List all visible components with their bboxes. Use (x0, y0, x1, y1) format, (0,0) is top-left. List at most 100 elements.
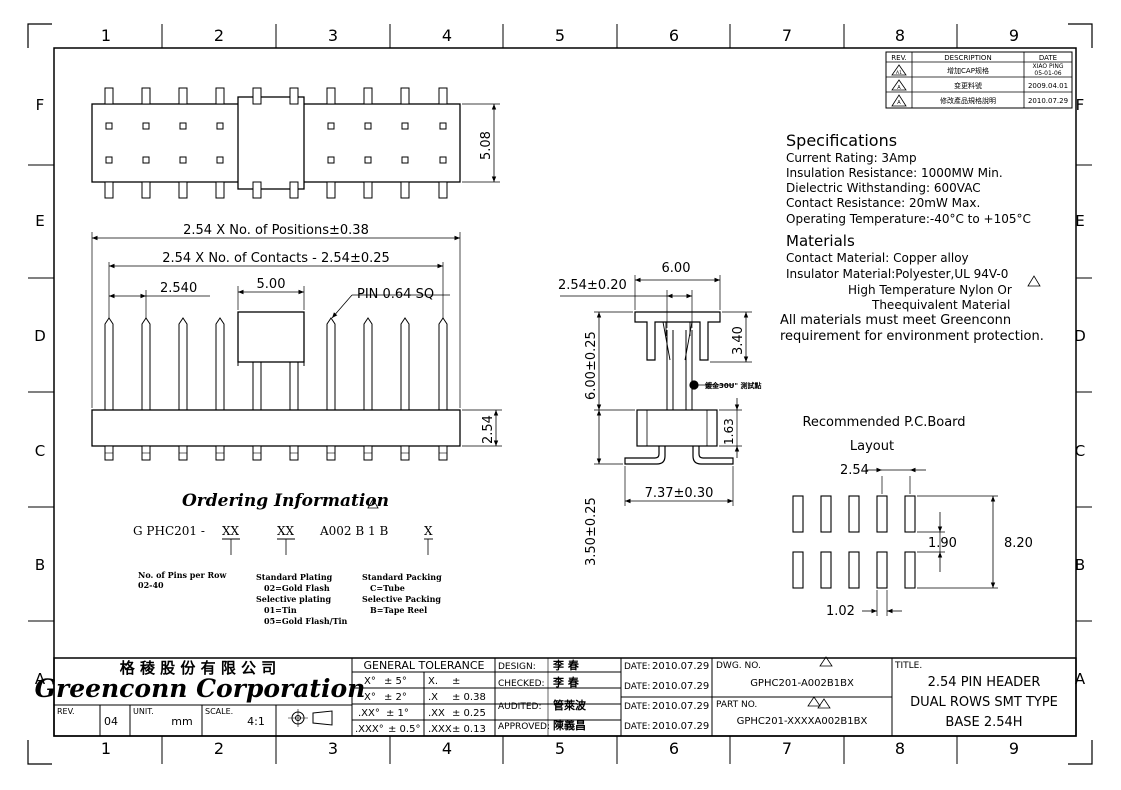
pin-tail (438, 181, 448, 199)
date-label: DATE: (624, 662, 650, 672)
pin-square (364, 122, 372, 130)
revision-triangle-icon (807, 696, 821, 707)
row-label: F (36, 96, 45, 114)
row-label: C (35, 442, 45, 460)
pin-contact (215, 317, 225, 410)
description-header: DESCRIPTION (944, 54, 991, 62)
drawing-title-line: 2.54 PIN HEADER (928, 675, 1041, 690)
design-label: DESIGN: (498, 662, 536, 672)
rev-description: 增加CAP规格 (947, 66, 989, 75)
col-label: 6 (669, 739, 679, 758)
pin-contact (363, 317, 373, 410)
dim-body-label: 1.63 (722, 418, 736, 445)
col-label: 7 (782, 26, 792, 45)
pin-square (105, 122, 113, 130)
pin-square (142, 156, 150, 164)
dim-cap-height-label: 3.40 (731, 326, 746, 355)
dim-contacts-label: 2.54 X No. of Contacts - 2.54±0.25 (162, 251, 390, 266)
specifications-block: Specifications Current Rating: 3Amp Insu… (780, 131, 1044, 344)
pcb-pad-label: 1.02 (826, 604, 855, 619)
pin-tail (363, 181, 373, 199)
col-label: 8 (895, 739, 905, 758)
col-label: 8 (895, 26, 905, 45)
material-line: Contact Material: Copper alloy (786, 251, 969, 265)
pin-square (439, 156, 447, 164)
pin-contact (104, 317, 114, 410)
tol-cell: ± 0.13 (452, 724, 486, 735)
dim-side-top-label: 6.00 (662, 261, 691, 276)
plating-note-line: 01=Tin (264, 605, 297, 615)
pin-square (401, 122, 409, 130)
tol-cell: .XXX (428, 724, 452, 735)
date-value: 2010.07.29 (652, 681, 709, 692)
tol-cell: ± 0.38 (452, 692, 486, 703)
top-view (91, 87, 500, 199)
revision-triangle-icon (891, 94, 907, 107)
pins-note: No. of Pins per Row (138, 570, 227, 580)
ordering-title: Ordering Information (182, 491, 389, 511)
dim-cap-label: 5.00 (257, 277, 286, 292)
rev-date: 2010.07.29 (1028, 97, 1068, 105)
company-name-cn: 格 稜 股 份 有 限 公 司 (120, 659, 277, 677)
packing-note-line: Selective Packing (362, 594, 441, 604)
packing-note-line: Standard Packing (362, 572, 442, 582)
pcb-title: Recommended P.C.Board (802, 415, 965, 430)
pin-contact (438, 317, 448, 410)
date-value: 2010.07.29 (652, 701, 709, 712)
design-name: 李 春 (552, 658, 580, 672)
pin-square (142, 122, 150, 130)
rev-date: 2009.04.01 (1028, 82, 1068, 90)
rev-description: 修改產品規格說明 (940, 96, 996, 105)
scale-label: SCALE. (205, 707, 233, 716)
col-label: 9 (1009, 739, 1019, 758)
checked-label: CHECKED: (498, 679, 545, 689)
tol-cell: ± 0.5° (388, 724, 420, 735)
col-label: 4 (442, 26, 452, 45)
pin-tail (141, 87, 151, 105)
row-label: F (1076, 96, 1085, 114)
revision-triangle-icon (367, 498, 379, 509)
dim-side-pitch-label: 2.54±0.20 (558, 278, 627, 293)
dim-base-label: 2.54 (481, 415, 496, 444)
title-label: TITLE. (894, 661, 922, 671)
plating-note-line: 05=Gold Flash/Tin (264, 616, 348, 626)
row-label: B (35, 556, 45, 574)
rev-date: 05-01-06 (1034, 70, 1061, 77)
pin-contact (141, 317, 151, 410)
dim-width-label: 7.37±0.30 (645, 486, 714, 501)
pin-contact (252, 362, 262, 410)
pin-tail (215, 87, 225, 105)
col-label: 5 (555, 739, 565, 758)
rev-value: A (897, 85, 901, 91)
pin-tail (326, 87, 336, 105)
date-value: 2010.07.29 (652, 721, 709, 732)
plating-note-line: Selective plating (256, 594, 331, 604)
material-line: All materials must meet Greenconn (780, 313, 1011, 328)
tol-cell: .XX (428, 708, 445, 719)
order-code-prefix: G PHC201 - (133, 524, 205, 538)
side-view-dims (560, 275, 752, 506)
part-label: PART NO. (716, 700, 757, 710)
col-label: 1 (101, 739, 111, 758)
rev-value: A1 (896, 70, 902, 76)
tol-cell: ± 2° (384, 692, 407, 703)
pin-tail (438, 87, 448, 105)
spec-title: Specifications (786, 131, 897, 150)
side-view (624, 311, 734, 465)
pin-square (216, 122, 224, 130)
grid-column-labels: 1 2 3 4 5 6 7 8 9 1 2 3 4 5 6 7 8 9 (101, 26, 1019, 758)
rev-value: 04 (104, 715, 118, 728)
row-label: A (1075, 670, 1086, 688)
pin-tail (141, 181, 151, 199)
date-header: DATE (1039, 54, 1057, 62)
date-label: DATE: (624, 722, 650, 732)
dim-upper-label: 6.00±0.25 (584, 331, 599, 400)
pin-tail (178, 87, 188, 105)
materials-title: Materials (786, 232, 855, 250)
pin-contact (326, 317, 336, 410)
title-block-text: 格 稜 股 份 有 限 公 司 Greenconn Corporation RE… (35, 656, 1058, 735)
tol-cell: ± 0.25 (452, 708, 486, 719)
company-name-en: Greenconn Corporation (35, 674, 366, 703)
pin-contact (289, 362, 299, 410)
revision-triangle-icon (1027, 275, 1041, 287)
